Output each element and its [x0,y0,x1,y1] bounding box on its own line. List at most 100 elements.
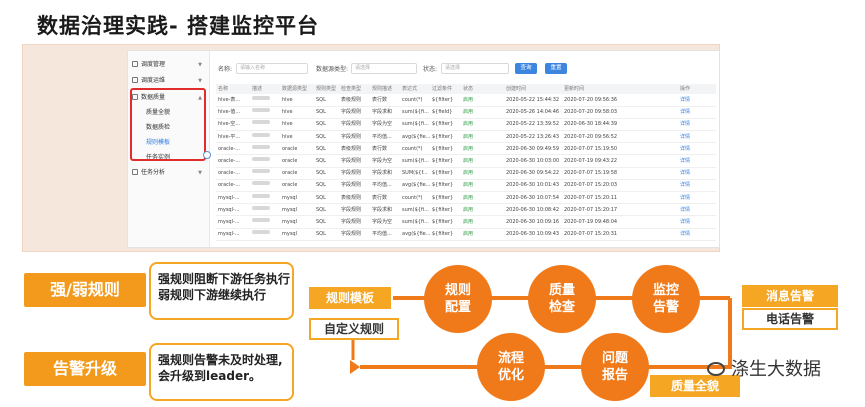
sidebar-item-data-quality[interactable]: 数据质量▲ [132,92,206,104]
msg-alert-box: 消息告警 [742,285,838,307]
detail-link[interactable]: 详情 [680,145,691,152]
table-cell: ${filter} [432,170,454,177]
table-cell: 2020-07-19 09:43:22 [564,158,618,164]
table-cell: hive [282,121,293,128]
detail-link[interactable]: 详情 [680,194,691,201]
table-cell: oracle [282,158,298,164]
table-cell: 2020-06-30 10:09:43 [506,231,560,238]
sidebar-sub-rule-template[interactable]: 规则模板 [146,139,171,146]
table-cell: mysql-... [218,231,240,238]
table-cell: oracle [282,170,298,177]
table-cell: 表行数 [372,145,388,152]
detail-link[interactable]: 详情 [680,170,691,177]
ops-icon [132,77,138,83]
strong-weak-note: 强规则阻断下游任务执行 弱规则下游继续执行 [149,262,294,320]
table-cell: oracle-... [218,145,240,152]
sidebar-item-task-analysis[interactable]: 任务分析▼ [132,167,206,179]
table-cell: mysql [282,219,297,225]
custom-rule-box: 自定义规则 [309,318,399,340]
detail-link[interactable]: 详情 [680,219,691,225]
name-input[interactable]: 请输入名称 [236,63,308,74]
table-cell: avg(${fie... [402,182,431,189]
detail-link[interactable]: 详情 [680,231,691,238]
table-cell: 2020-05-22 13:26:43 [506,133,560,140]
table-cell: SQL [316,206,326,213]
detail-link[interactable]: 详情 [680,121,691,128]
table-cell: 平均值... [372,133,392,140]
table-cell: 字段求和 [372,170,393,177]
redacted-description [252,229,270,240]
collapse-toggle-icon[interactable] [203,151,211,159]
table-cell: 2020-06-30 09:54:22 [506,170,560,177]
sidebar-item-schedule-manage[interactable]: 调度管理▼ [132,59,206,71]
flow-optimize-circle: 流程优化 [477,333,545,401]
table-cell: 启用 [463,158,474,164]
table-cell: 2020-07-20 09:56:36 [564,97,618,103]
table-cell: 2020-07-07 15:20:03 [564,182,618,189]
table-cell: 2020-06-30 10:01:43 [506,182,560,189]
reset-button[interactable]: 重置 [545,63,567,74]
db-type-label: 数据源类型: [316,66,349,73]
table-cell: oracle-... [218,158,240,164]
sidebar-sub-quality-overview[interactable]: 质量全貌 [146,109,171,116]
table-cell: 字段规则 [341,109,362,116]
table-cell: hive-平... [218,133,241,140]
table-cell: 2020-06-30 10:09:16 [506,219,560,225]
table-header-cell: 创建时间 [506,86,527,92]
rule-config-circle: 规则配置 [424,265,492,333]
table-cell: sum(${fi... [402,121,429,128]
table-cell: 字段求和 [372,109,393,116]
table-header-cell: 表达式 [402,86,418,92]
sidebar-sub-task-instance[interactable]: 任务实例 [146,154,171,161]
db-type-select[interactable]: 请选择 [351,63,417,74]
table-cell: ${filter} [432,206,454,213]
table-cell: mysql [282,231,297,238]
table-cell: 2020-07-07 15:20:31 [564,231,618,238]
table-cell: 2020-07-07 15:19:50 [564,145,618,152]
detail-link[interactable]: 详情 [680,97,691,103]
state-select[interactable]: 请选择 [441,63,509,74]
table-cell: oracle [282,182,298,189]
table-cell: 2020-07-07 15:20:11 [564,194,618,201]
table-cell: mysql [282,194,297,201]
table-cell: 表行数 [372,194,388,201]
table-cell: 2020-06-30 10:08:42 [506,206,560,213]
table-header-cell: 检查类型 [341,86,362,92]
detail-link[interactable]: 详情 [680,206,691,213]
sidebar-item-schedule-ops[interactable]: 调度运维▼ [132,75,206,87]
table-cell: 字段规则 [341,182,362,189]
table-cell: ${field} [432,109,453,116]
slide-title: 数据治理实践- 搭建监控平台 [37,14,320,38]
table-cell: ${filter} [432,133,454,140]
table-cell: hive [282,109,293,116]
schedule-icon [132,61,138,67]
table-cell: SQL [316,182,326,189]
detail-link[interactable]: 详情 [680,182,691,189]
redacted-description [252,193,270,204]
sidebar-sub-data-check[interactable]: 数据质检 [146,124,171,131]
table-cell: 表行数 [372,97,388,103]
wechat-watermark: 涤生大数据 [707,355,821,381]
detail-link[interactable]: 详情 [680,158,691,164]
table-cell: sum(${fi... [402,206,429,213]
table-cell: count(*) [402,97,423,103]
detail-link[interactable]: 详情 [680,133,691,140]
query-button[interactable]: 查询 [515,63,537,74]
redacted-description [252,132,270,143]
table-header-cell: 状态 [463,86,474,92]
table-cell: ${filter} [432,194,454,201]
table-cell: hive [282,133,293,140]
table-cell: 表级规则 [341,194,362,201]
detail-link[interactable]: 详情 [680,109,691,116]
name-label: 名称: [218,66,233,73]
wechat-icon [707,362,725,376]
table-cell: 启用 [463,170,474,177]
table-cell: 字段为空 [372,158,393,164]
